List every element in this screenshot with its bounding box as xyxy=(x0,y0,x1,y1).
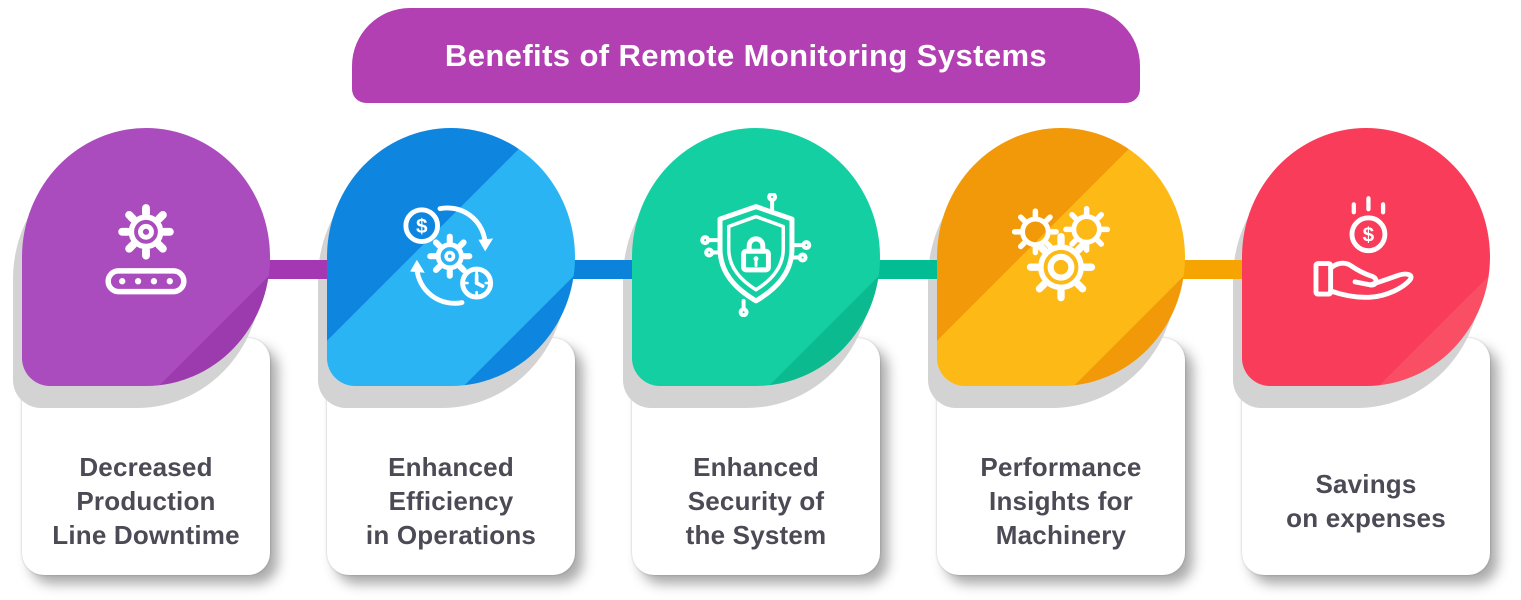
efficiency-cycle-icon: $ xyxy=(403,205,494,306)
svg-text:$: $ xyxy=(416,215,428,238)
card-drop-shape: $ xyxy=(1242,128,1490,386)
card-label: Enhanced Security of the System xyxy=(685,451,827,550)
machinery-gears-icon xyxy=(1011,205,1111,302)
card-label: Decreased Production Line Downtime xyxy=(52,451,240,550)
gear-conveyor-icon xyxy=(105,204,187,295)
benefit-card-savings: $ Savings on expenses xyxy=(1233,128,1490,575)
card-drop-shape: $ xyxy=(327,128,575,386)
benefit-card-decreased-downtime: Decreased Production Line Downtime xyxy=(13,128,387,575)
card-drop-shape xyxy=(632,128,880,386)
title-banner: Benefits of Remote Monitoring Systems xyxy=(352,8,1140,103)
card-label: Savings on expenses xyxy=(1286,468,1446,533)
card-drop-shape xyxy=(937,128,1185,386)
svg-text:$: $ xyxy=(1363,224,1375,247)
card-label: Performance Insights for Machinery xyxy=(980,451,1142,550)
card-label: Enhanced Efficiency in Operations xyxy=(365,451,537,550)
benefit-card-enhanced-efficiency: $ Enhanced Efficiency in Operations xyxy=(318,128,692,575)
hand-coin-icon: $ xyxy=(1313,196,1414,300)
shield-lock-icon xyxy=(700,193,812,317)
card-drop-shape xyxy=(22,128,270,386)
benefit-card-performance-insights: Performance Insights for Machinery xyxy=(928,128,1302,575)
page-title: Benefits of Remote Monitoring Systems xyxy=(444,37,1048,73)
benefit-card-enhanced-security: Enhanced Security of the System xyxy=(623,128,997,575)
